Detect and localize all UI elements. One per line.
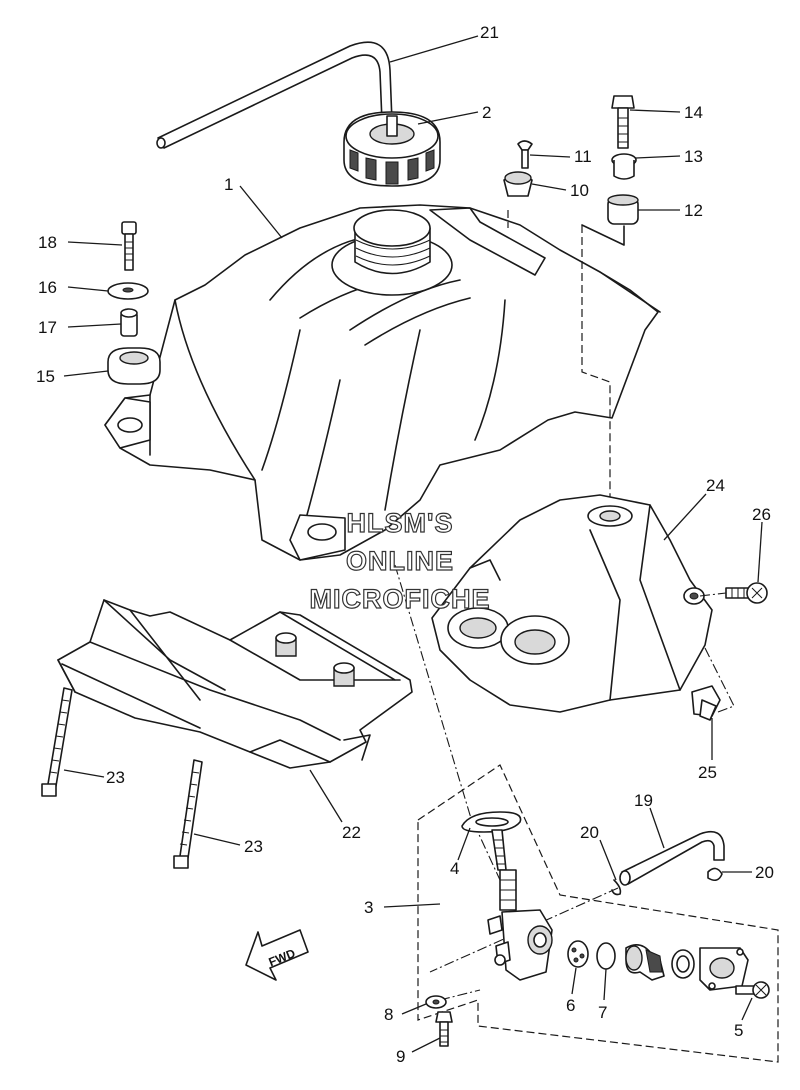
spring-washer <box>671 949 695 979</box>
guide-line <box>394 564 501 881</box>
callout-13: 13 <box>684 147 703 166</box>
bolt-14 <box>611 95 635 149</box>
callout-1: 1 <box>224 175 233 194</box>
callout-24: 24 <box>706 476 725 495</box>
clip-25 <box>691 685 721 721</box>
forward-direction-arrow: FWD <box>245 929 309 981</box>
collar-17 <box>120 308 138 337</box>
fuel-hose-19 <box>619 830 725 886</box>
gasket-4 <box>461 811 522 833</box>
callout-numbers: 21 2 1 18 16 17 15 11 10 14 13 12 24 26 … <box>36 23 774 1066</box>
callout-22: 22 <box>342 823 361 842</box>
breather-hose-21 <box>156 41 393 149</box>
guide-line <box>699 592 727 597</box>
callout-9: 9 <box>396 1047 405 1066</box>
callout-11: 11 <box>574 147 592 166</box>
callout-12: 12 <box>684 201 703 220</box>
screw-5 <box>735 981 770 999</box>
callout-8: 8 <box>384 1005 393 1024</box>
screw-9 <box>435 1011 453 1047</box>
callout-10: 10 <box>570 181 589 200</box>
guide-bracket <box>581 224 625 246</box>
callout-14: 14 <box>684 103 703 122</box>
watermark: HLSM'S ONLINE MICROFICHE <box>309 507 491 614</box>
fuel-tank-1 <box>104 204 661 561</box>
guard-plate-22 <box>57 599 413 769</box>
grommet-12 <box>607 194 639 225</box>
washer-8 <box>425 995 447 1009</box>
callout-23-right: 23 <box>244 837 263 856</box>
washer-16 <box>107 282 149 300</box>
callout-21: 21 <box>480 23 499 42</box>
bolt-18 <box>121 221 137 271</box>
clip-20-right <box>707 867 723 882</box>
callout-7: 7 <box>598 1003 607 1022</box>
fuel-cap-2 <box>343 111 441 187</box>
watermark-line-3: MICROFICHE <box>310 584 491 614</box>
packing-6 <box>567 940 589 968</box>
callout-18: 18 <box>38 233 57 252</box>
grommet-15 <box>107 347 161 385</box>
guide-line <box>439 989 481 1001</box>
strap-23-right <box>173 759 203 869</box>
callout-2: 2 <box>482 103 491 122</box>
callout-20-left: 20 <box>580 823 599 842</box>
callout-26: 26 <box>752 505 771 524</box>
callout-23-left: 23 <box>106 768 125 787</box>
guide-line <box>704 647 735 713</box>
strap-23-left <box>41 687 73 797</box>
clip-20-left <box>611 879 622 896</box>
callout-25: 25 <box>698 763 717 782</box>
callout-16: 16 <box>38 278 57 297</box>
collar-13 <box>611 153 637 180</box>
callout-15: 15 <box>36 367 55 386</box>
callout-4: 4 <box>450 859 459 878</box>
screw-11 <box>517 140 533 169</box>
watermark-line-2: ONLINE <box>346 546 454 576</box>
callout-leaders <box>63 35 763 1053</box>
callout-5: 5 <box>734 1021 743 1040</box>
collar-10 <box>503 171 533 197</box>
callout-17: 17 <box>38 318 57 337</box>
guide-line <box>581 225 611 510</box>
callout-3: 3 <box>364 898 373 917</box>
guide-line <box>429 887 619 973</box>
fuel-cock-body <box>487 829 553 981</box>
screw-26 <box>725 582 768 604</box>
tank-cover-24 <box>431 494 713 713</box>
callout-19: 19 <box>634 791 653 810</box>
lever-valve <box>625 944 665 981</box>
callout-20-right: 20 <box>755 863 774 882</box>
watermark-line-1: HLSM'S <box>347 508 454 538</box>
o-ring-7 <box>596 942 616 970</box>
callout-6: 6 <box>566 996 575 1015</box>
cover-plate <box>699 947 749 991</box>
